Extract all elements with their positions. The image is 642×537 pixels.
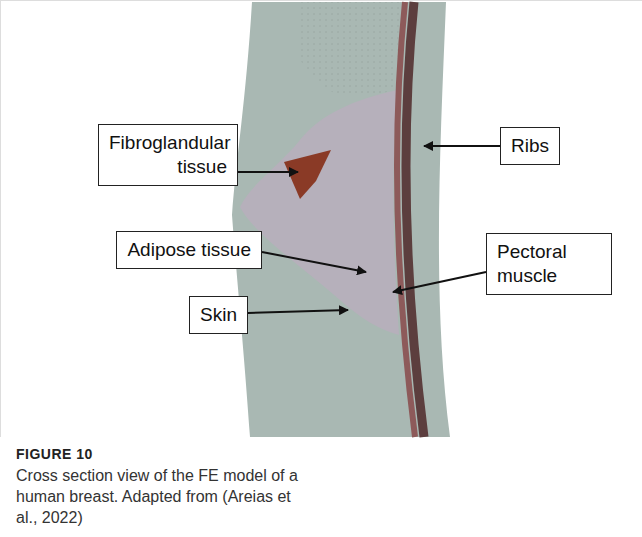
callout-label: Pectoral muscle bbox=[497, 240, 601, 288]
callout-box: Ribs bbox=[500, 127, 560, 165]
leader-arrow bbox=[262, 252, 366, 272]
figure-title: FIGURE 10 bbox=[16, 446, 93, 462]
ribs-band bbox=[406, 2, 424, 437]
callout-label: Skin bbox=[200, 303, 237, 327]
skin-region bbox=[232, 2, 450, 437]
leader-arrow bbox=[238, 171, 298, 173]
frame-line bbox=[0, 0, 1, 437]
fibroglandular-region bbox=[284, 150, 331, 199]
callout-label: Fibroglandular tissue bbox=[109, 131, 227, 179]
callout-box: Fibroglandular tissue bbox=[98, 124, 238, 186]
callout-label: Adipose tissue bbox=[127, 238, 251, 262]
mesh-texture bbox=[300, 2, 400, 97]
callout-box: Skin bbox=[189, 296, 248, 334]
callout-label: Ribs bbox=[511, 134, 549, 158]
callout-box: Pectoral muscle bbox=[486, 233, 612, 295]
frame-line bbox=[0, 0, 642, 1]
figure-caption: Cross section view of the FE model of a … bbox=[16, 466, 316, 528]
leader-arrow bbox=[393, 272, 486, 292]
callout-box: Adipose tissue bbox=[116, 231, 262, 269]
leader-arrow bbox=[248, 310, 348, 313]
adipose-region bbox=[240, 90, 399, 335]
leader-arrow bbox=[424, 145, 500, 147]
